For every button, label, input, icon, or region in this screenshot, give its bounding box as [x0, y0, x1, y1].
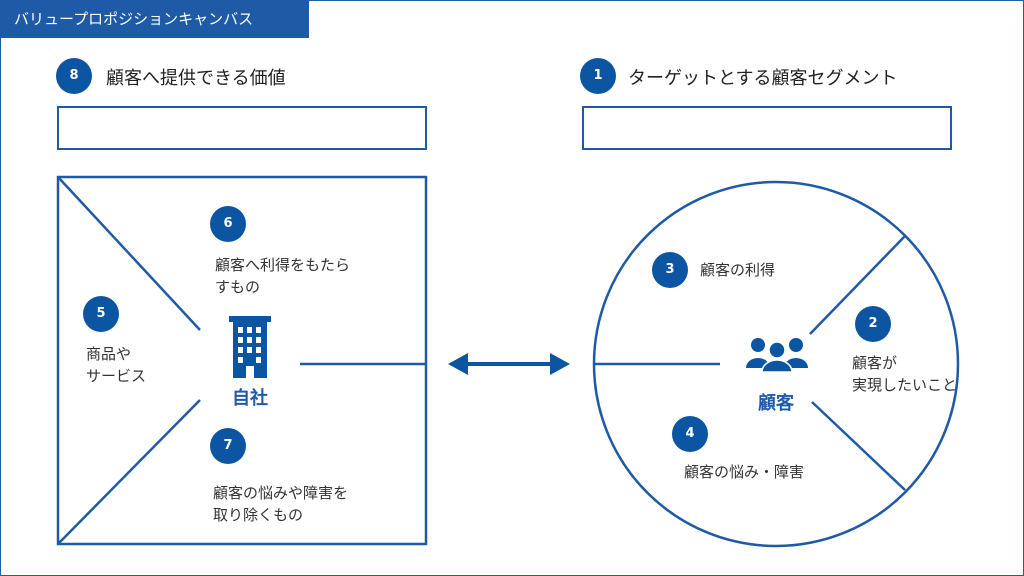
customer-divider-bottom	[811, 401, 906, 491]
company-label: 自社	[232, 388, 268, 409]
products-services-label: 商品や サービス	[86, 345, 147, 385]
customer-divider-top	[809, 235, 906, 335]
step-badge-8: 8	[56, 58, 92, 94]
step-badge-3: 3	[652, 252, 688, 288]
pain-relievers-label: 顧客の悩みや障害を 取り除くもの	[213, 484, 349, 524]
segment-heading: ターゲットとする顧客セグメント	[628, 68, 898, 89]
step-badge-4: 4	[672, 416, 708, 452]
customer-label: 顧客	[758, 393, 794, 414]
value-heading: 顧客へ提供できる価値	[106, 68, 286, 89]
gain-creators-label: 顧客へ利得をもたら すもの	[215, 256, 351, 296]
building-icon	[229, 316, 271, 378]
value-input-box[interactable]	[57, 106, 427, 150]
value-map-square	[56, 175, 428, 546]
step-badge-7: 7	[210, 428, 246, 464]
value-map-divider-top	[57, 176, 201, 331]
segment-input-box[interactable]	[582, 106, 952, 150]
value-map-divider-bottom	[57, 399, 201, 545]
step-badge-6: 6	[210, 206, 246, 242]
page-title: バリュープロポジションキャンバス	[0, 0, 309, 38]
customer-gains-label: 顧客の利得	[700, 261, 776, 279]
step-badge-1: 1	[580, 58, 616, 94]
step-badge-2: 2	[855, 306, 891, 342]
people-group-icon	[746, 338, 808, 373]
customer-jobs-label: 顧客が 実現したいこと	[852, 354, 958, 394]
double-arrow-icon	[448, 353, 570, 375]
step-badge-5: 5	[83, 296, 119, 332]
customer-pains-label: 顧客の悩み・障害	[684, 463, 805, 481]
